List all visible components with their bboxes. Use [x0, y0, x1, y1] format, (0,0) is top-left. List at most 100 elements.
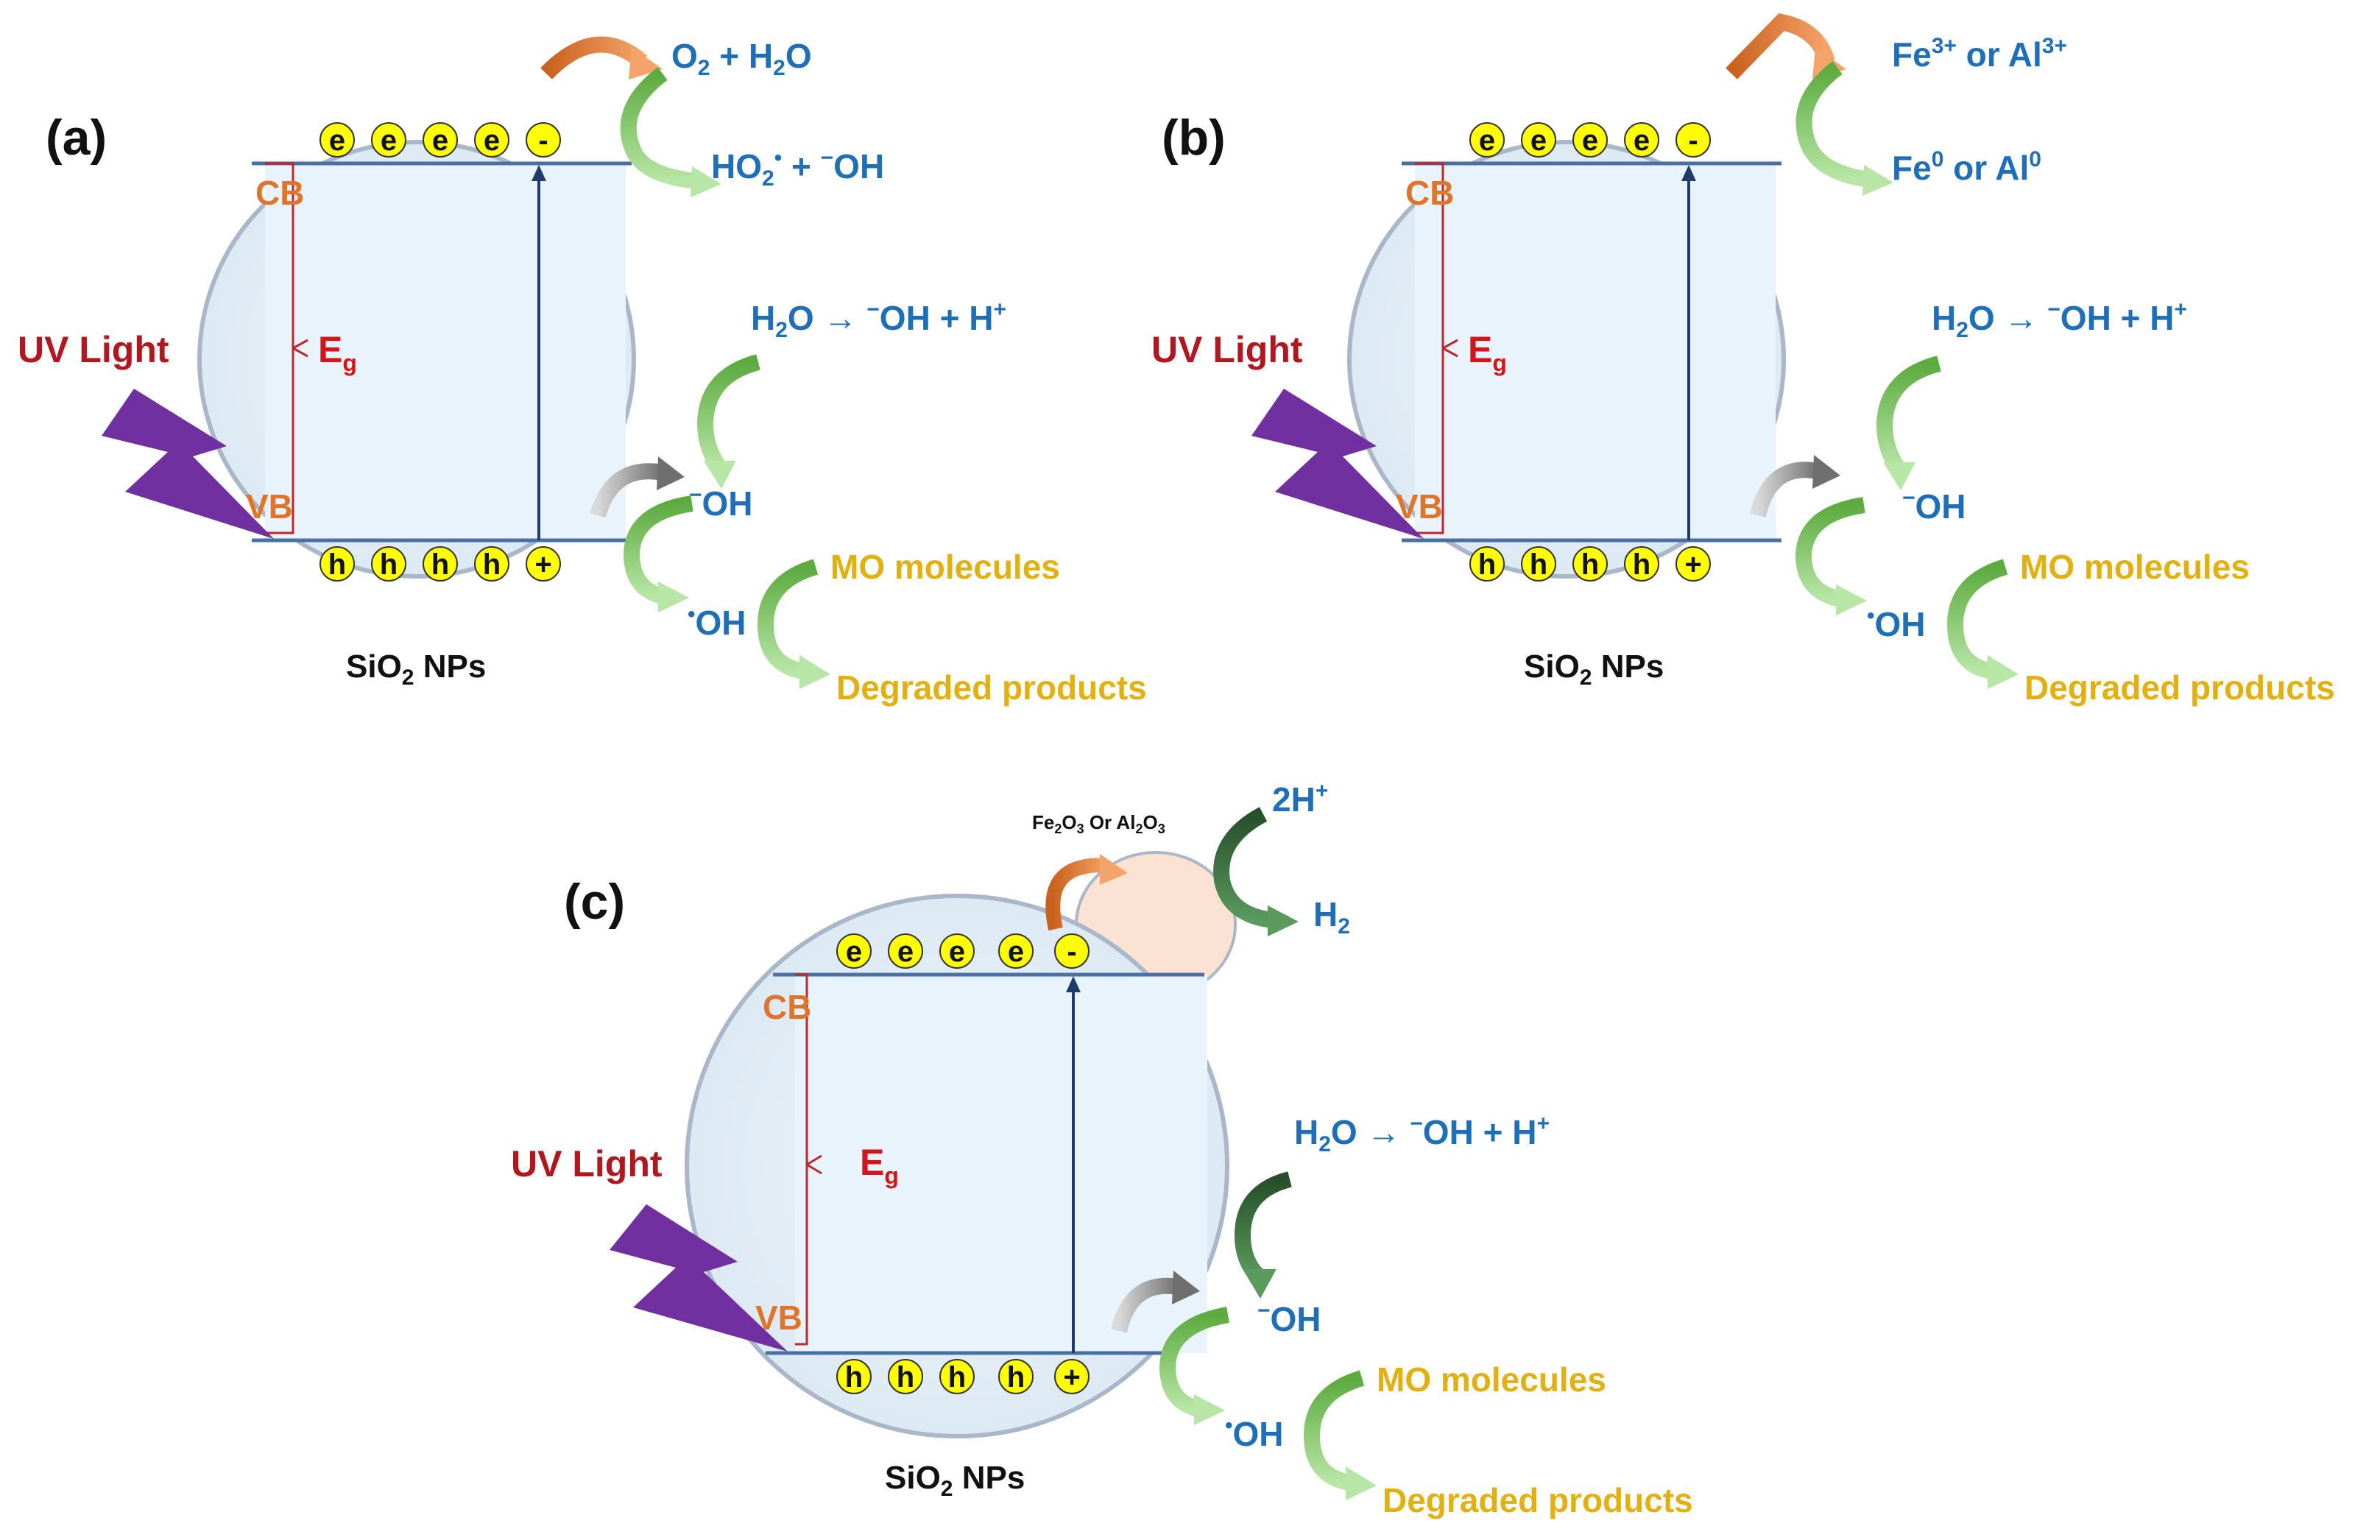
green-arrowhead-water-a — [704, 461, 736, 489]
hole-row-a: h h h h + — [319, 546, 561, 582]
electron-symbol: e — [381, 124, 397, 157]
hole-symbol: + — [1684, 548, 1701, 581]
degraded-products-a: Degraded products — [836, 668, 1147, 707]
panel-label-c: (c) — [564, 874, 625, 930]
hole-symbol: h — [483, 548, 501, 581]
hydroxide-b: −OH — [1902, 486, 1966, 526]
band-gap-region-a — [265, 163, 626, 540]
hole-symbol: h — [1581, 548, 1599, 581]
hydroxide-c: −OH — [1257, 1299, 1321, 1338]
hole-symbol: h — [1530, 548, 1547, 581]
green-arrowhead-hydroxide-a — [658, 582, 689, 612]
hole-row-b: h h h h + — [1469, 546, 1711, 582]
electron-symbol: - — [538, 124, 548, 157]
hole-b-4 — [1624, 546, 1659, 582]
water-equation-b: H2O → −OH + H+ — [1932, 297, 2187, 342]
hole-symbol: h — [1633, 548, 1650, 581]
uv-lightning-bolt-c — [610, 1204, 788, 1352]
electron-symbol: e — [1530, 124, 1547, 157]
orange-arrowhead-c — [1100, 854, 1128, 885]
hole-symbol: h — [328, 548, 346, 581]
electron-symbol: e — [897, 936, 914, 968]
uv-light-label-b: UV Light — [1151, 329, 1303, 370]
hydroxide-a: −OH — [689, 483, 753, 523]
green-arrow-mo-a — [757, 559, 819, 679]
electron-b-4 — [1624, 122, 1659, 158]
uv-lightning-bolt-b — [1251, 389, 1424, 539]
electron-c-2 — [888, 933, 923, 969]
excitation-arrowhead-a — [532, 165, 546, 181]
electron-symbol: - — [1067, 936, 1076, 968]
band-gap-label-a: Eg — [318, 329, 357, 376]
cb-label-b: CB — [1405, 174, 1454, 212]
green-arrowhead-hydroxide-b — [1836, 584, 1867, 615]
top-reactant-b: Fe3+ or Al3+ — [1892, 34, 2067, 74]
band-gap-label-c: Eg — [860, 1142, 899, 1189]
hole-c-3 — [939, 1359, 975, 1394]
electron-a-1 — [319, 122, 355, 158]
green-arrowhead-hydroxide-c — [1194, 1394, 1225, 1425]
electron-a-5 — [526, 122, 561, 158]
dark-green-arrowhead-proton-c — [1268, 905, 1299, 936]
hole-symbol: h — [897, 1361, 914, 1394]
hole-b-3 — [1572, 546, 1608, 582]
mo-molecules-c: MO molecules — [1377, 1360, 1606, 1399]
electron-row-c: e e e e - — [836, 933, 1090, 969]
electron-row-a: e e e e - — [319, 122, 561, 158]
electron-symbol: e — [846, 936, 862, 968]
hole-row-c: h h h h + — [836, 1359, 1090, 1394]
green-arrowhead-metal-b — [1862, 165, 1893, 196]
band-gap-bracket-tip-a — [292, 339, 308, 358]
electron-b-5 — [1675, 122, 1711, 158]
panel-label-a: (a) — [46, 110, 107, 166]
green-arrowhead-oxygen-a — [691, 166, 721, 197]
dark-green-arrow-proton-c — [1213, 807, 1275, 928]
electron-symbol: e — [329, 124, 345, 157]
mo-molecules-a: MO molecules — [830, 548, 1060, 586]
uv-light-label-c: UV Light — [511, 1143, 663, 1184]
dark-green-arrowhead-water-c — [1243, 1269, 1276, 1299]
degraded-products-b: Degraded products — [2024, 668, 2335, 707]
electron-b-1 — [1469, 122, 1505, 158]
gray-arrowhead-c — [1172, 1271, 1200, 1304]
hole-c-5 — [1054, 1359, 1090, 1394]
hole-a-5 — [526, 546, 561, 582]
band-gap-bracket-c — [795, 973, 808, 1346]
band-gap-label-b: Eg — [1468, 329, 1507, 376]
green-arrow-hydroxide-c — [1159, 1307, 1230, 1417]
particle-label-a: SiO2 NPs — [346, 649, 486, 690]
hole-a-2 — [371, 546, 406, 582]
panel-b: (b) e e e e - h h h h + — [1151, 13, 2335, 707]
gray-arrow-a — [590, 463, 664, 518]
uv-light-label-a: UV Light — [18, 329, 169, 370]
hole-a-4 — [474, 546, 509, 582]
hole-symbol: h — [845, 1361, 863, 1394]
hole-a-3 — [423, 546, 458, 582]
hydrogen-label-c: H2 — [1313, 895, 1350, 939]
hole-b-5 — [1675, 546, 1711, 582]
green-arrow-oxygen-a — [620, 67, 699, 189]
band-gap-bracket-tip-b — [1442, 339, 1458, 358]
electron-a-2 — [371, 122, 406, 158]
gray-arrow-b — [1750, 462, 1820, 518]
hole-symbol: h — [1478, 548, 1496, 581]
electron-symbol: e — [1008, 936, 1024, 968]
top-reactant-a: O2 + H2O — [671, 37, 812, 80]
electron-b-2 — [1521, 122, 1556, 158]
cocatalyst-label-c: Fe2O3 Or Al2O3 — [1032, 811, 1165, 836]
hole-b-1 — [1469, 546, 1505, 582]
gray-arrowhead-b — [1812, 455, 1840, 489]
electron-symbol: e — [1634, 124, 1650, 157]
green-arrowhead-mo-b — [1988, 655, 2019, 689]
top-product-a: HO2• + −OH — [711, 146, 884, 191]
electron-symbol: e — [1582, 124, 1598, 157]
green-arrow-water-b — [1876, 356, 1941, 475]
electron-symbol: e — [1479, 124, 1495, 157]
green-arrow-mo-c — [1303, 1370, 1365, 1491]
green-arrowhead-mo-a — [799, 655, 830, 689]
gray-arrowhead-a — [657, 456, 685, 490]
band-gap-region-b — [1415, 163, 1776, 540]
top-product-b: Fe0 or Al0 — [1892, 147, 2041, 187]
electron-b-3 — [1572, 122, 1608, 158]
